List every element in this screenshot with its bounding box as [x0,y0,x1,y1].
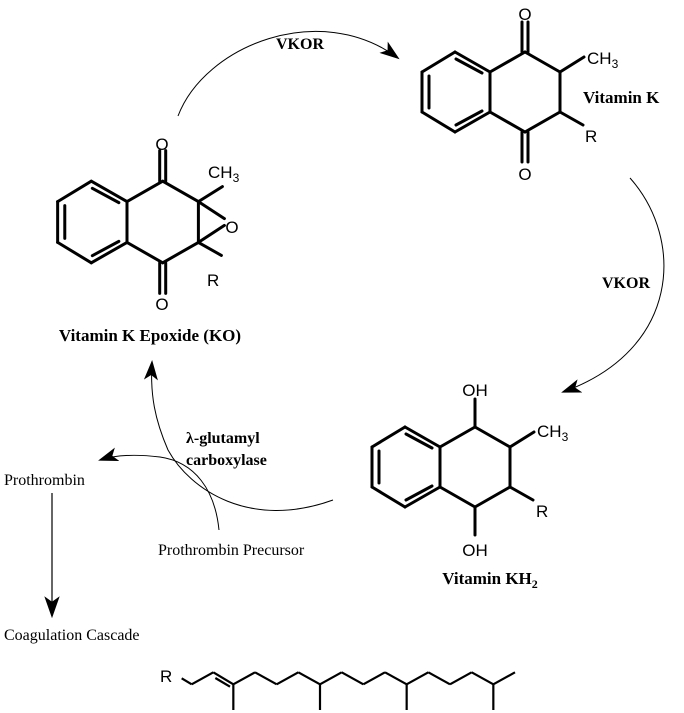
bond [196,223,226,244]
bond [488,50,527,74]
bond [90,186,121,205]
bond [384,671,408,686]
vkor-arrow-right [561,177,665,393]
hydroquinone-label: Vitamin KH2 [442,569,538,591]
bond [161,179,200,204]
carboxylase-label-line2: carboxylase [186,452,267,469]
atom-o: O [155,135,168,154]
bond [161,240,200,265]
bond [488,110,527,134]
bond [508,430,536,449]
bond [420,110,457,134]
atom-r: R [536,502,548,521]
atom-r: R [207,271,219,290]
bond [508,485,535,502]
precursor-label: Prothrombin Precursor [158,542,305,559]
bond [404,432,434,450]
bond [254,671,278,686]
bond [370,425,407,449]
bond [404,484,434,502]
bond [471,671,494,686]
atom-methyl: CH3 [587,49,619,71]
bond [196,185,224,204]
atom-oh: OH [462,541,488,560]
vkor-label-right: VKOR [602,275,650,292]
bond [438,425,477,449]
hydroquinone-structure [370,397,536,537]
prothrombin-label: Prothrombin [4,472,85,489]
bond [90,239,121,258]
atom-o: O [518,165,531,184]
bond [406,671,429,686]
epoxide-structure [56,149,226,295]
bond [89,240,129,265]
atom-r: R [585,127,597,146]
cascade-label: Coagulation Cascade [4,627,140,644]
vkor-label-top: VKOR [276,36,324,53]
bond [558,55,586,74]
bond [212,671,234,686]
atom-methyl: CH3 [537,422,569,444]
bond [232,671,256,686]
atom-epoxide-o: O [225,218,238,237]
precursor-to-prothrombin-arrow [98,447,220,531]
bond [341,671,364,686]
bond [370,485,407,509]
bond [89,179,129,204]
bond [473,425,512,449]
bond [191,671,214,686]
bond [438,485,477,509]
bond [181,677,193,686]
bond [420,50,457,74]
isoprenoid-side-chain [181,671,516,710]
epoxide-label: Vitamin K Epoxide (KO) [59,326,241,345]
bond [196,240,223,257]
atom-oh: OH [462,381,488,400]
bond [453,50,492,74]
bond [125,179,165,204]
bond [449,671,473,686]
bond [297,671,321,686]
bond [56,179,93,204]
vitamin-k-structure [420,20,586,164]
bond [214,677,231,688]
bond [558,110,585,127]
bond [276,671,299,686]
bond [453,110,492,134]
bond [427,671,451,686]
atom-methyl: CH3 [208,163,240,185]
bond [492,671,516,686]
bond [454,109,484,127]
bond [125,240,165,265]
bond [196,200,226,221]
vkor-arrow-top [177,30,400,117]
bond [454,57,484,75]
bond [319,671,343,686]
bond [473,485,512,509]
side-chain-r: R [160,667,172,686]
bond [523,110,562,134]
atom-o: O [155,295,168,314]
carboxylase-label-line1: λ-glutamyl [186,430,260,447]
bond [403,425,442,449]
bond [56,240,93,265]
bond [403,485,442,509]
carboxylase-arrow [143,360,334,511]
bond [362,671,386,686]
bond [523,50,562,74]
atom-o: O [518,5,531,24]
vitamin-k-label: Vitamin K [583,88,660,107]
